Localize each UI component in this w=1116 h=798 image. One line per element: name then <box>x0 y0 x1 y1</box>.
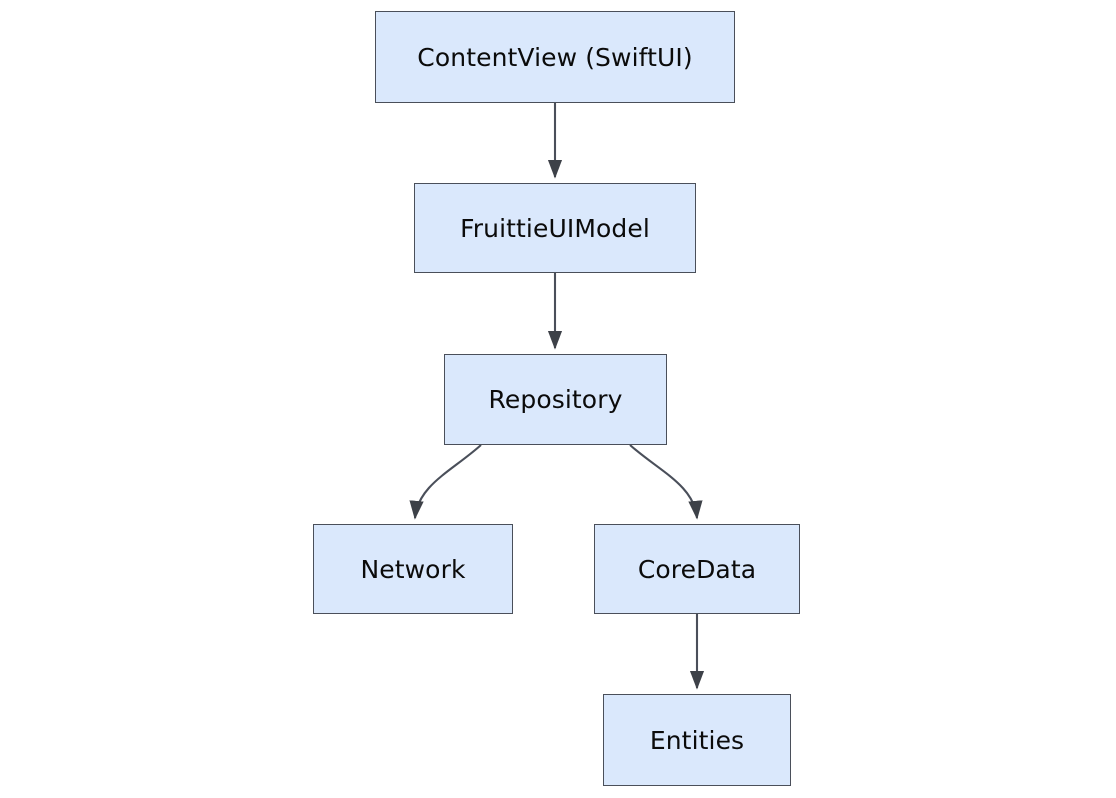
node-network-label: Network <box>360 554 466 584</box>
node-coredata-label: CoreData <box>637 554 757 584</box>
node-contentview-label: ContentView (SwiftUI) <box>417 42 693 72</box>
node-repository-label: Repository <box>488 385 623 414</box>
node-entities[interactable]: Entities <box>603 694 791 786</box>
edge-repository-network <box>409 444 482 520</box>
edge-repository-coredata <box>629 444 703 520</box>
node-contentview[interactable]: ContentView (SwiftUI) <box>375 11 735 103</box>
node-fruittieuimodel-label: FruittieUIModel <box>460 213 650 243</box>
node-entities-label: Entities <box>649 725 745 755</box>
node-coredata[interactable]: CoreData <box>594 524 800 614</box>
node-fruittieuimodel[interactable]: FruittieUIModel <box>414 183 696 273</box>
node-repository[interactable]: Repository <box>444 354 667 445</box>
node-network[interactable]: Network <box>313 524 513 614</box>
